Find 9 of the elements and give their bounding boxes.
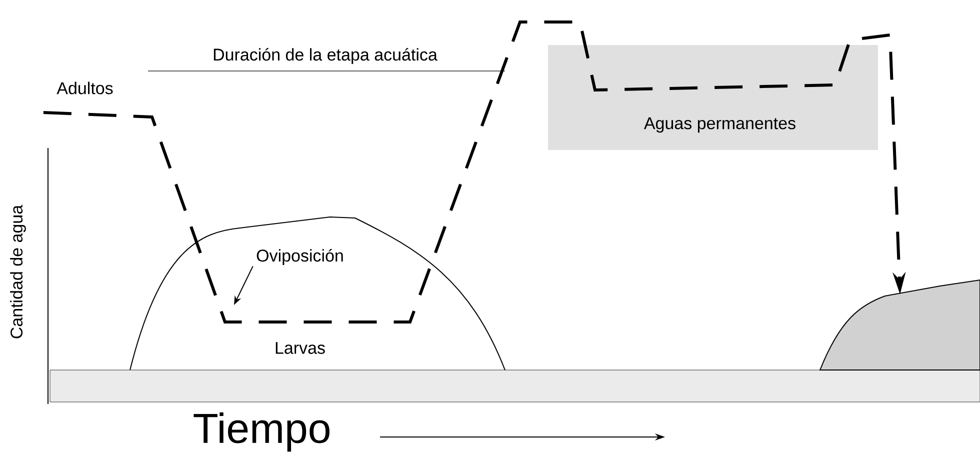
text-label: Adultos (56, 82, 113, 94)
text-label: Duración de la etapa acuática (214, 48, 438, 64)
axis-label: Tiempo (194, 412, 330, 452)
pond-drawing (820, 280, 980, 370)
axis-label: Cantidad de agua (10, 204, 26, 338)
text-label: Oviposición (256, 248, 343, 266)
dashed-arrow (43, 20, 906, 324)
text-label: Aguas permanentes (644, 117, 796, 133)
text-label: Larvas (276, 342, 325, 354)
